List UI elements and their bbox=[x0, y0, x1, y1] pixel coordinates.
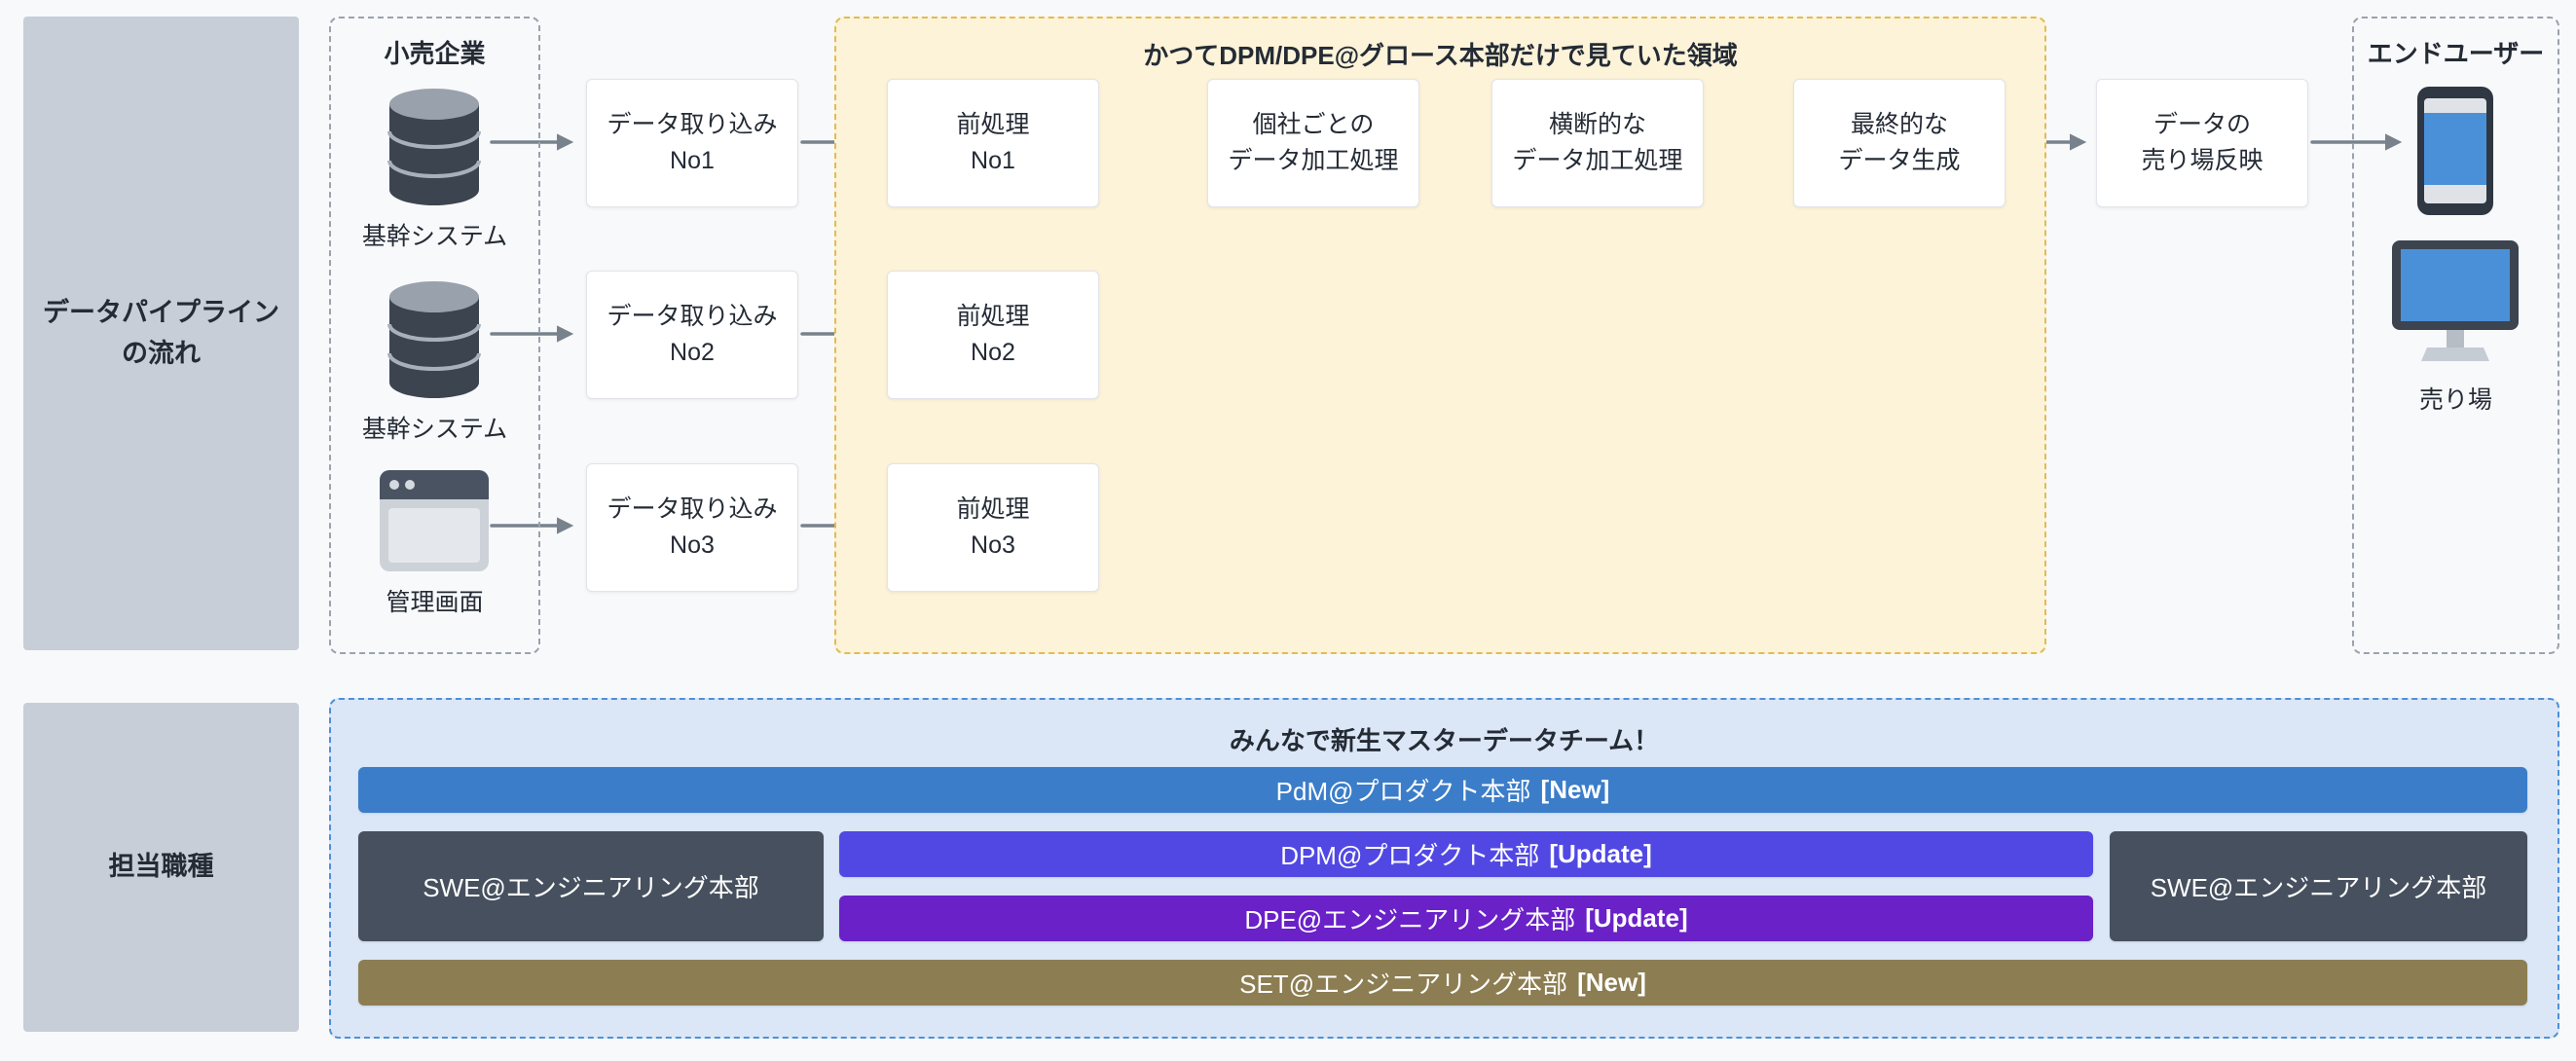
roles-label-panel: 担当職種 bbox=[23, 703, 299, 1032]
set-bar: SET@エンジニアリング本部 [New] bbox=[358, 960, 2527, 1006]
publish-to-store-card: データの 売り場反映 bbox=[2096, 79, 2308, 207]
growth-area-title: かつてDPM/DPE@グロース本部だけで見ていた領域 bbox=[1143, 41, 1738, 70]
swe-left-box: SWE@エンジニアリング本部 bbox=[358, 831, 824, 941]
admin-screen-icon bbox=[380, 470, 489, 571]
ingest-card: データ取り込み No2 bbox=[586, 271, 798, 399]
ingest-card: データ取り込み No3 bbox=[586, 463, 798, 592]
team-title: みんなで新生マスターデータチーム！ bbox=[1229, 726, 1660, 755]
team-area-box: みんなで新生マスターデータチーム！ PdM@プロダクト本部 [New] SWE@… bbox=[329, 698, 2559, 1039]
pdm-bar-label: PdM@プロダクト本部 bbox=[1275, 777, 1531, 806]
source-label: 基幹システム bbox=[361, 223, 508, 250]
dpm-bar-tag: [Update] bbox=[1549, 839, 1652, 868]
source-label: 基幹システム bbox=[361, 416, 508, 443]
dpm-bar: DPM@プロダクト本部 [Update] bbox=[839, 831, 2093, 877]
dpe-bar-label: DPE@エンジニアリング本部 bbox=[1244, 905, 1576, 934]
retail-company-box: 小売企業 基幹システム 基幹システム bbox=[329, 17, 540, 654]
preprocess-card: 前処理 No2 bbox=[887, 271, 1099, 399]
preprocess-card: 前処理 No1 bbox=[887, 79, 1099, 207]
pipeline-flow-label: データパイプライン の流れ bbox=[43, 297, 279, 368]
set-bar-tag: [New] bbox=[1577, 968, 1646, 997]
swe-right-label: SWE@エンジニアリング本部 bbox=[2150, 873, 2487, 902]
pdm-bar-tag: [New] bbox=[1540, 775, 1610, 804]
dpe-bar: DPE@エンジニアリング本部 [Update] bbox=[839, 896, 2093, 941]
enduser-title: エンドユーザー bbox=[2367, 39, 2545, 68]
phone-icon bbox=[2417, 87, 2493, 215]
dpm-bar-label: DPM@プロダクト本部 bbox=[1280, 841, 1540, 870]
monitor-icon bbox=[2392, 240, 2519, 369]
source-label: 管理画面 bbox=[386, 589, 484, 616]
swe-left-label: SWE@エンジニアリング本部 bbox=[423, 873, 759, 902]
database-icon bbox=[386, 87, 483, 209]
pdm-bar: PdM@プロダクト本部 [New] bbox=[358, 767, 2527, 813]
enduser-box: エンドユーザー 売り場 bbox=[2352, 17, 2559, 654]
set-bar-label: SET@エンジニアリング本部 bbox=[1239, 970, 1568, 999]
swe-right-box: SWE@エンジニアリング本部 bbox=[2110, 831, 2527, 941]
cross-processing-card: 横断的な データ加工処理 bbox=[1491, 79, 1704, 207]
per-company-processing-card: 個社ごとの データ加工処理 bbox=[1207, 79, 1419, 207]
store-label: 売り場 bbox=[2418, 386, 2492, 414]
dpe-bar-tag: [Update] bbox=[1585, 903, 1688, 933]
final-data-generation-card: 最終的な データ生成 bbox=[1793, 79, 2006, 207]
pipeline-flow-label-panel: データパイプライン の流れ bbox=[23, 17, 299, 650]
roles-section-label: 担当職種 bbox=[108, 852, 214, 882]
retail-company-title: 小売企業 bbox=[384, 39, 486, 68]
ingest-card: データ取り込み No1 bbox=[586, 79, 798, 207]
database-icon bbox=[386, 279, 483, 402]
preprocess-card: 前処理 No3 bbox=[887, 463, 1099, 592]
